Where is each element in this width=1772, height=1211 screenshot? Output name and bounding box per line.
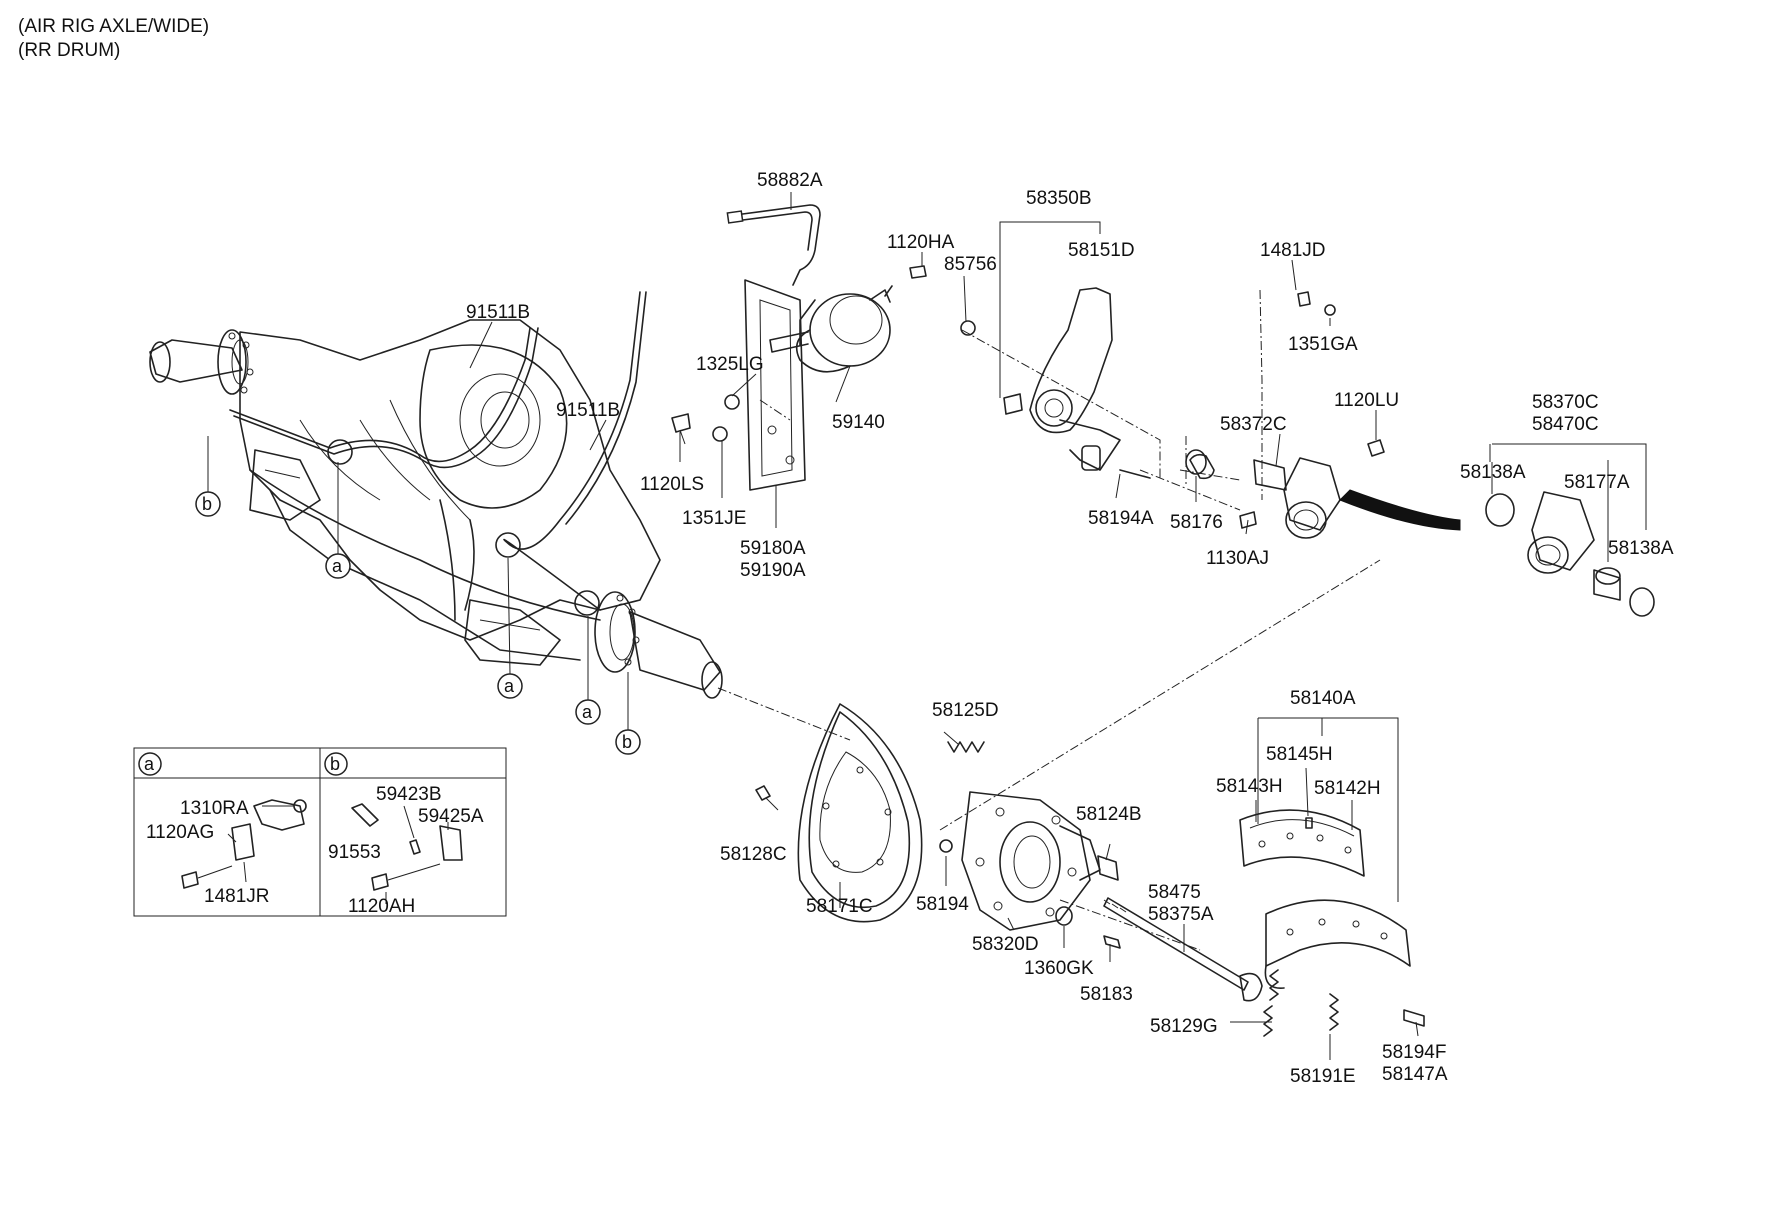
- slack-adjuster-group: [909, 265, 1461, 539]
- callout-1481JD: 1481JD: [1260, 240, 1326, 261]
- callout-1351JE: 1351JE: [682, 508, 746, 529]
- leader-lines: [469, 192, 1647, 1060]
- detail-box: a b: [133, 747, 507, 917]
- detail-b-1120AH: 1120AH: [348, 896, 415, 917]
- reference-markers: b a a a b: [195, 436, 641, 755]
- callout-1120LU: 1120LU: [1334, 390, 1399, 411]
- callout-1325LG: 1325LG: [696, 354, 764, 375]
- callout-58138A-2: 58138A: [1608, 538, 1674, 559]
- callout-58124B: 58124B: [1076, 804, 1142, 825]
- detail-box-b-title: b: [330, 754, 340, 774]
- callout-58475: 58475: [1148, 882, 1201, 903]
- callout-58372C: 58372C: [1220, 414, 1287, 435]
- dust-shield-group: [755, 703, 985, 923]
- callout-58143H: 58143H: [1216, 776, 1283, 797]
- callout-58147A: 58147A: [1382, 1064, 1448, 1085]
- callout-58191E: 58191E: [1290, 1066, 1356, 1087]
- spider-group: [939, 791, 1119, 931]
- ref-marker-a-label: a: [332, 556, 343, 576]
- detail-box-a-title: a: [144, 754, 155, 774]
- detail-a-1481JR: 1481JR: [204, 886, 270, 907]
- callout-1351GA: 1351GA: [1288, 334, 1358, 355]
- callout-59180A: 59180A: [740, 538, 806, 559]
- callout-58183: 58183: [1080, 984, 1133, 1005]
- callout-91511B-2: 91511B: [556, 400, 620, 421]
- callout-58882A: 58882A: [757, 170, 823, 191]
- ref-marker-a-label: a: [582, 702, 593, 722]
- callout-59190A: 59190A: [740, 560, 806, 581]
- brake-shoe-group: [1239, 809, 1425, 1037]
- callout-58375A: 58375A: [1148, 904, 1214, 925]
- detail-a-1120AG: 1120AG: [146, 822, 214, 843]
- callout-59140: 59140: [832, 412, 885, 433]
- callout-1120HA: 1120HA: [887, 232, 955, 253]
- assembly-lines: [717, 289, 1381, 951]
- detail-box-a-marker: [138, 752, 162, 776]
- callout-58151D: 58151D: [1068, 240, 1135, 261]
- callout-85756: 85756: [944, 254, 997, 275]
- callout-1120LS: 1120LS: [640, 474, 704, 495]
- callout-58194: 58194: [916, 894, 969, 915]
- header-line-2: (RR DRUM): [18, 40, 120, 61]
- detail-b-91553: 91553: [328, 842, 381, 863]
- callout-58171C: 58171C: [806, 896, 873, 917]
- detail-a-1310RA: 1310RA: [180, 798, 249, 819]
- callout-58194A: 58194A: [1088, 508, 1154, 529]
- callout-58194F: 58194F: [1382, 1042, 1446, 1063]
- header-line-1: (AIR RIG AXLE/WIDE): [18, 16, 209, 37]
- callout-58176: 58176: [1170, 512, 1223, 533]
- callout-1360GK: 1360GK: [1024, 958, 1094, 979]
- bracket-detail-group: [1485, 491, 1655, 617]
- callout-58370C: 58370C: [1532, 392, 1599, 413]
- callout-1130AJ: 1130AJ: [1206, 548, 1269, 569]
- axle-housing: [149, 291, 723, 699]
- callout-58177A: 58177A: [1564, 472, 1630, 493]
- camshaft-group: [1103, 897, 1263, 1002]
- callout-58140A: 58140A: [1290, 688, 1356, 709]
- ref-marker-b-label: b: [202, 494, 212, 514]
- callout-58145H: 58145H: [1266, 744, 1333, 765]
- callout-58350B: 58350B: [1026, 188, 1092, 209]
- callout-58128C: 58128C: [720, 844, 787, 865]
- callout-58125D: 58125D: [932, 700, 999, 721]
- callout-58129G: 58129G: [1150, 1016, 1218, 1037]
- detail-box-b-marker: [324, 752, 348, 776]
- callout-58320D: 58320D: [972, 934, 1039, 955]
- ref-marker-b-label: b: [622, 732, 632, 752]
- detail-b-59423B: 59423B: [376, 784, 442, 805]
- callout-58470C: 58470C: [1532, 414, 1599, 435]
- callout-58142H: 58142H: [1314, 778, 1381, 799]
- ref-marker-a-label: a: [504, 676, 515, 696]
- callout-58138A-1: 58138A: [1460, 462, 1526, 483]
- brake-chamber-group: [671, 204, 893, 491]
- detail-b-59425A: 59425A: [418, 806, 484, 827]
- callout-labels: 58882A 1120HA 58350B 85756 58151D 1481JD…: [146, 170, 1674, 1087]
- callout-91511B-1: 91511B: [466, 302, 530, 323]
